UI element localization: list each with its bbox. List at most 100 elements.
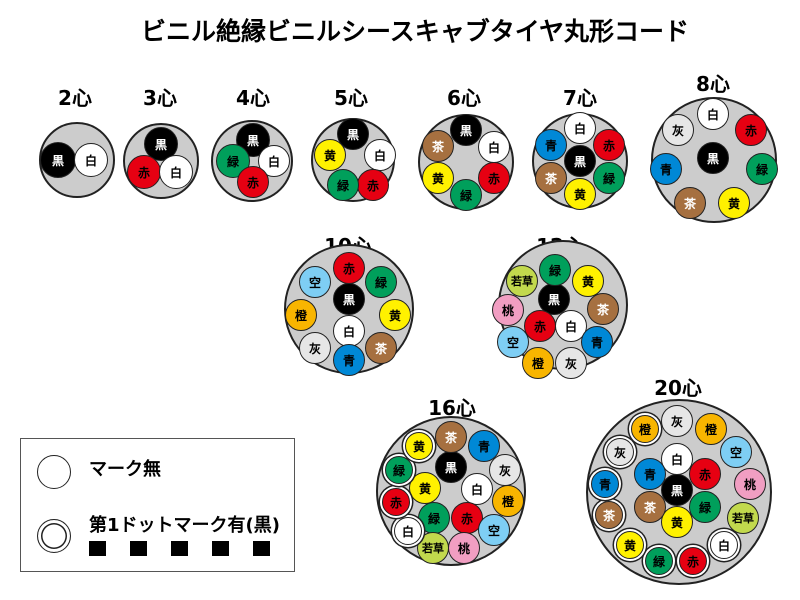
core-空: 空 [720,436,752,468]
core-空: 空 [497,326,529,358]
core-黒: 黒 [435,451,467,483]
cable-label: 4心 [236,86,270,110]
cable-label: 20心 [654,376,702,400]
core-黒: 黒 [564,145,596,177]
core-桃: 桃 [492,294,524,326]
core-橙: 橙 [492,485,524,517]
core-赤: 赤 [593,129,625,161]
dot-mark-square-icon [89,541,106,556]
core-黄: 黄 [572,265,604,297]
core-青: 青 [581,326,613,358]
core-青: 青 [591,470,619,498]
core-赤: 赤 [478,162,510,194]
core-赤: 赤 [679,547,707,575]
core-青: 青 [333,344,365,376]
dot-mark-square-icon [253,541,270,556]
core-白: 白 [74,143,108,177]
core-黒: 黒 [538,283,570,315]
core-茶: 茶 [674,187,706,219]
core-黄: 黄 [379,299,411,331]
core-白: 白 [333,315,365,347]
cable-label: 6心 [447,86,481,110]
core-青: 青 [634,458,666,490]
core-緑: 緑 [593,162,625,194]
core-赤: 赤 [524,310,556,342]
core-白: 白 [555,310,587,342]
core-黄: 黄 [405,432,433,460]
core-黒: 黒 [40,142,76,178]
page-title: ビニル絶縁ビニルシースキャブタイヤ丸形コード [140,17,689,46]
core-灰: 灰 [555,347,587,379]
core-橙: 橙 [285,299,317,331]
core-桃: 桃 [448,532,480,564]
core-白: 白 [564,112,596,144]
core-灰: 灰 [662,114,694,146]
core-灰: 灰 [489,454,521,486]
core-灰: 灰 [661,405,693,437]
core-緑: 緑 [689,491,721,523]
core-緑: 緑 [645,547,673,575]
core-黒: 黒 [450,114,482,146]
core-黄: 黄 [409,472,441,504]
core-茶: 茶 [587,293,619,325]
core-青: 青 [468,430,500,462]
core-緑: 緑 [216,144,250,178]
core-茶: 茶 [422,130,454,162]
core-茶: 茶 [595,501,623,529]
core-若草: 若草 [506,265,538,297]
core-灰: 灰 [299,332,331,364]
core-白: 白 [478,131,510,163]
core-赤: 赤 [689,458,721,490]
core-若草: 若草 [727,502,759,534]
core-黄: 黄 [661,506,693,538]
core-空: 空 [299,266,331,298]
core-白: 白 [159,155,193,189]
core-黄: 黄 [314,139,346,171]
cable-label: 5心 [334,86,368,110]
core-赤: 赤 [237,166,269,198]
core-黄: 黄 [616,531,644,559]
legend-no-mark-label: マーク無 [89,459,161,480]
dot-mark-square-icon [130,541,147,556]
core-灰: 灰 [606,438,634,466]
cable-label: 7心 [563,86,597,110]
core-橙: 橙 [631,415,659,443]
core-白: 白 [461,473,493,505]
core-白: 白 [394,517,422,545]
cable-label: 8心 [696,72,730,96]
legend-dot-mark-label: 第1ドットマーク有(黒) [89,515,280,536]
core-茶: 茶 [634,491,666,523]
core-赤: 赤 [735,114,767,146]
legend-box: マーク無 第1ドットマーク有(黒) [20,438,295,572]
core-白: 白 [697,98,729,130]
core-黄: 黄 [422,162,454,194]
core-橙: 橙 [695,413,727,445]
core-赤: 赤 [333,252,365,284]
core-黄: 黄 [718,187,750,219]
core-緑: 緑 [450,179,482,211]
core-桃: 桃 [734,468,766,500]
core-空: 空 [478,514,510,546]
dot-mark-circle-icon [37,519,71,553]
core-緑: 緑 [418,502,450,534]
core-緑: 緑 [539,254,571,286]
core-茶: 茶 [535,162,567,194]
core-橙: 橙 [522,347,554,379]
core-白: 白 [364,139,396,171]
core-黒: 黒 [697,142,729,174]
core-青: 青 [535,129,567,161]
core-赤: 赤 [382,488,410,516]
core-緑: 緑 [385,456,413,484]
core-茶: 茶 [365,332,397,364]
core-白: 白 [661,443,693,475]
core-緑: 緑 [365,266,397,298]
core-白: 白 [710,531,738,559]
core-緑: 緑 [746,153,778,185]
cable-label: 2心 [58,86,92,110]
core-赤: 赤 [127,155,161,189]
dot-mark-square-icon [171,541,188,556]
dot-mark-square-icon [212,541,229,556]
core-黒: 黒 [661,474,693,506]
core-赤: 赤 [357,169,389,201]
core-茶: 茶 [435,421,467,453]
